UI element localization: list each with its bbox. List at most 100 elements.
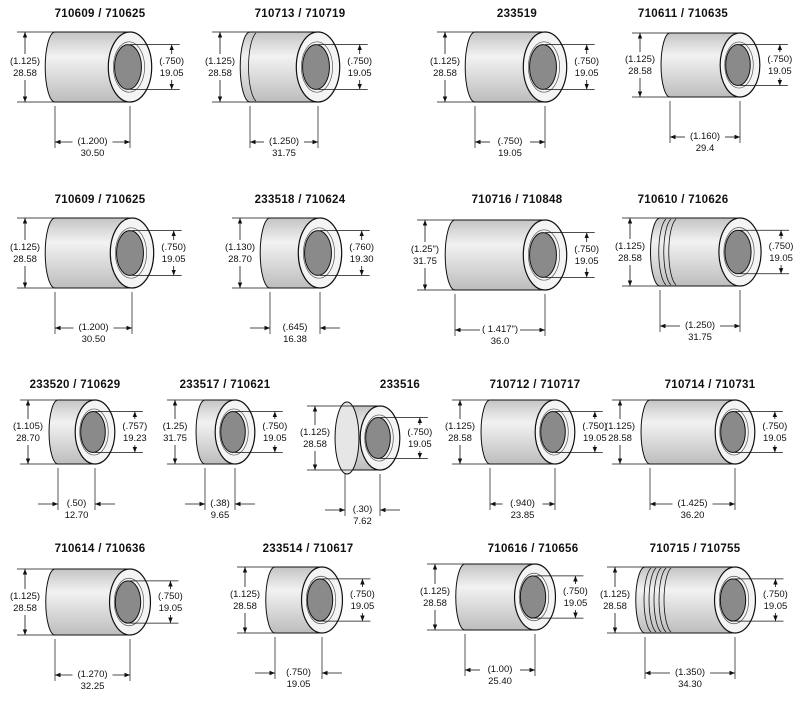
length-mm: 36.20 [681, 510, 705, 521]
bushing-body [45, 568, 131, 636]
bore-hole [540, 411, 566, 453]
inner-diameter-mm: 19.05 [768, 66, 792, 77]
part-number-title: 233520 / 710629 [30, 379, 121, 391]
inner-diameter-mm: 19.05 [769, 253, 793, 264]
chamfer-ring [518, 572, 550, 622]
inner-diameter-mm: 19.05 [263, 433, 287, 444]
inner-diameter-inches: (.757) [122, 421, 147, 432]
bushing-figure: 710616 / 710656(1.125)28.58(.750)19.05(1… [420, 543, 588, 687]
length-inches: (.38) [210, 498, 230, 509]
bore-hole [304, 230, 332, 276]
part-number-title: 710611 / 710635 [638, 8, 729, 20]
length-mm: 34.30 [678, 679, 702, 690]
length-mm: 30.50 [82, 334, 106, 345]
inner-diameter-inches: (.750) [582, 421, 607, 432]
length-inches: (.645) [283, 322, 308, 333]
outer-diameter-inches: (1.125) [615, 241, 645, 252]
inner-diameter-inches: (.750) [161, 242, 186, 253]
outer-diameter-mm: 28.58 [303, 439, 327, 450]
length-inches: (.750) [498, 136, 523, 147]
chamfer-ring [719, 408, 749, 456]
length-mm: 12.70 [65, 510, 89, 521]
part-number-title: 710713 / 710719 [255, 8, 346, 20]
part-number-title: 710712 / 710717 [490, 379, 581, 391]
outer-diameter-inches: (1.125) [420, 586, 450, 597]
bore-hole [724, 229, 752, 275]
chamfer-ring [303, 227, 335, 279]
chamfer-ring [301, 41, 333, 93]
length-mm: 36.0 [491, 336, 510, 347]
outer-diameter-inches: (1.130) [225, 242, 255, 253]
bore-hole [114, 580, 142, 624]
chamfer-ring [724, 41, 754, 89]
length-inches: (1.160) [690, 131, 720, 142]
outer-diameter-mm: 28.58 [433, 68, 457, 79]
part-number-title: 710609 / 710625 [55, 194, 146, 206]
inner-diameter-inches: (.750) [158, 591, 183, 602]
part-number-title: 710609 / 710625 [55, 8, 146, 20]
outer-diameter-inches: (1.125) [10, 56, 40, 67]
chamfer-ring [364, 414, 394, 462]
chamfer-ring [79, 408, 109, 456]
inner-diameter-mm: 19.05 [583, 433, 607, 444]
flange [334, 401, 360, 475]
length-mm: 29.4 [696, 143, 715, 154]
bore-hole [519, 575, 547, 619]
part-number-title: 233514 / 710617 [263, 543, 354, 555]
outer-diameter-mm: 28.58 [423, 598, 447, 609]
groove-line [668, 218, 677, 286]
chamfer-ring [723, 227, 755, 277]
length-inches: (1.200) [77, 136, 107, 147]
bushing-figure: 233516(1.125)28.58(.750)19.05(.30)7.62 [300, 379, 432, 527]
outer-diameter-mm: 28.58 [13, 254, 37, 265]
outer-diameter-mm: 28.58 [208, 68, 232, 79]
chamfer-ring [113, 41, 145, 93]
outer-diameter-inches: (1.105) [13, 421, 43, 432]
part-number-title: 710616 / 710656 [488, 543, 579, 555]
bushing-figure: 710712 / 710717(1.125)28.58(.750)19.05(.… [445, 379, 607, 521]
bushing-figure: 710716 / 710848(1.25")31.75(.750)19.05( … [411, 194, 599, 347]
inner-diameter-inches: (.750) [347, 56, 372, 67]
outer-diameter-mm: 28.58 [603, 601, 627, 612]
outer-diameter-inches: (1.125) [10, 591, 40, 602]
length-inches: ( 1.417") [482, 324, 518, 335]
inner-diameter-inches: (.750) [763, 589, 788, 600]
chamfer-ring [718, 575, 750, 625]
length-mm: 19.05 [287, 679, 311, 690]
bushing-body [464, 31, 546, 103]
outer-diameter-inches: (1.125) [445, 421, 475, 432]
length-inches: (1.200) [78, 322, 108, 333]
inner-diameter-mm: 19.23 [123, 433, 147, 444]
bore-hole [220, 411, 246, 453]
bushing-body [640, 399, 736, 465]
groove-line [648, 567, 657, 633]
outer-diameter-inches: (1.125) [600, 589, 630, 600]
bore-hole [80, 411, 106, 453]
bushing-body [660, 32, 741, 98]
bushing-figure: 233519(1.125)28.58(.750)19.05(.750)19.05 [430, 8, 599, 159]
bushing-figure: 710609 / 710625(1.125)28.58(.750)19.05(1… [10, 8, 184, 159]
chamfer-ring [528, 229, 560, 281]
bore-hole [529, 232, 557, 278]
length-mm: 31.75 [272, 148, 296, 159]
bore-hole [719, 578, 747, 622]
bushing-body [444, 219, 546, 291]
length-inches: (1.250) [685, 320, 715, 331]
inner-diameter-inches: (.750) [574, 244, 599, 255]
part-number-title: 233516 [380, 379, 420, 391]
bore-hole [306, 578, 334, 622]
outer-diameter-inches: (1.25") [411, 244, 439, 255]
bushing-body [455, 563, 536, 631]
bushing-figure: 710610 / 710626(1.125)28.58(.750)19.05(1… [615, 194, 794, 343]
bore-hole [529, 44, 557, 90]
bushing-figure: 233518 / 710624(1.130)28.70(.760)19.30(.… [225, 194, 374, 345]
inner-diameter-mm: 19.05 [575, 68, 599, 79]
outer-diameter-inches: (1.125) [625, 54, 655, 65]
part-number-title: 233517 / 710621 [180, 379, 271, 391]
bore-hole [365, 417, 391, 459]
bore-hole [116, 230, 144, 276]
bushing-body [480, 399, 556, 465]
length-inches: (1.425) [677, 498, 707, 509]
